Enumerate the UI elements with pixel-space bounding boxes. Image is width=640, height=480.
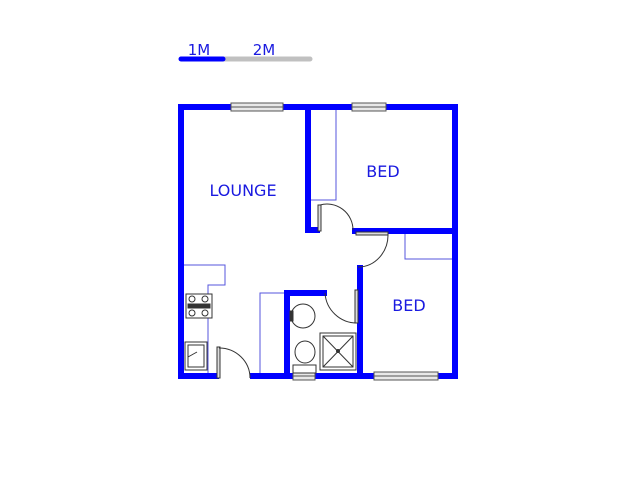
room-label-lounge: LOUNGE — [209, 181, 276, 200]
scale-bar: 1M 2M — [178, 41, 313, 62]
windows — [230, 102, 439, 381]
wardrobe-bed-2 — [404, 232, 455, 260]
walls — [178, 104, 458, 379]
door-entrance — [216, 346, 251, 379]
room-label-bed-1: BED — [366, 162, 399, 181]
doors — [216, 203, 389, 379]
fixtures — [184, 293, 357, 374]
kitchen-sink-icon — [184, 341, 208, 371]
built-ins — [183, 106, 455, 376]
shower-icon — [319, 332, 357, 371]
toilet-icon — [292, 340, 317, 374]
stove-icon — [185, 293, 213, 319]
wardrobe-bed-1 — [308, 106, 337, 201]
room-label-bed-2: BED — [392, 296, 425, 315]
scale-label-2m: 2M — [253, 41, 276, 59]
cupboard — [259, 292, 287, 376]
scale-label-1m: 1M — [188, 41, 211, 59]
door-bed-2 — [355, 231, 389, 268]
door-bed-1 — [317, 203, 354, 232]
basin-icon — [289, 303, 316, 329]
door-bathroom — [324, 289, 359, 324]
